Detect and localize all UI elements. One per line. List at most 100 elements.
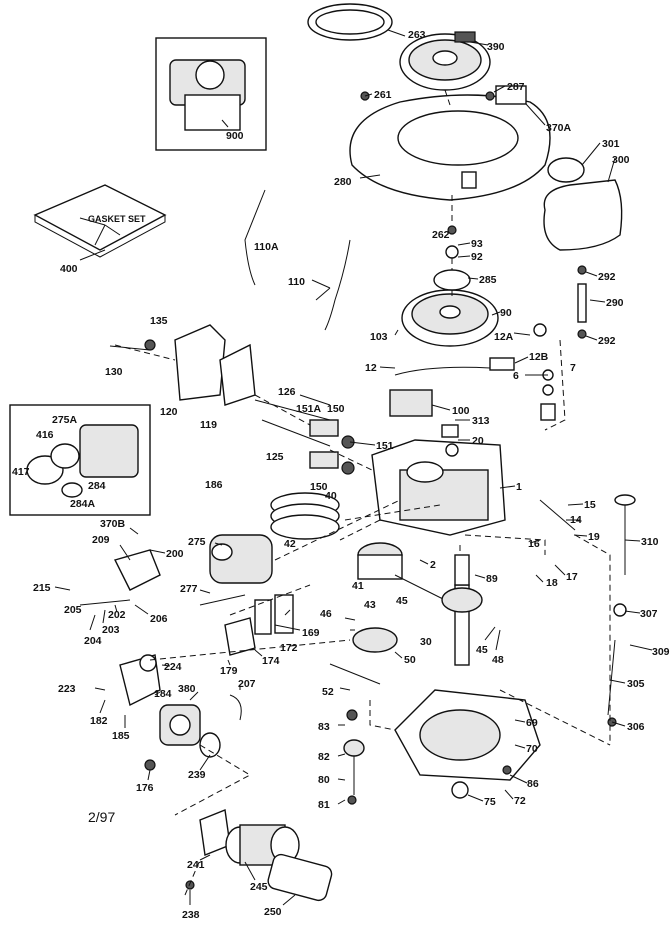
label-182: 182 bbox=[90, 715, 108, 727]
crankcase-sump-70 bbox=[394, 689, 541, 781]
label-135: 135 bbox=[150, 315, 168, 327]
label-390: 390 bbox=[487, 41, 505, 53]
label-40: 40 bbox=[325, 490, 337, 502]
label-370B: 370B bbox=[100, 518, 126, 530]
label-215: 215 bbox=[33, 582, 51, 594]
label-284A: 284A bbox=[70, 498, 96, 510]
label-46: 46 bbox=[320, 608, 332, 620]
terminal-12A bbox=[533, 323, 547, 337]
spark-plug-6 bbox=[540, 369, 556, 421]
label-16: 16 bbox=[528, 538, 540, 550]
spring-205 bbox=[79, 599, 131, 606]
piston-rings-42 bbox=[270, 492, 340, 540]
label-130: 130 bbox=[105, 366, 123, 378]
bowl-176 bbox=[144, 759, 156, 771]
label-400: 400 bbox=[60, 263, 78, 275]
label-169: 169 bbox=[302, 627, 320, 639]
control-bracket-200 bbox=[113, 549, 161, 591]
label-241: 241 bbox=[187, 859, 205, 871]
crank-top bbox=[454, 554, 470, 586]
label-90: 90 bbox=[500, 307, 512, 319]
label-238: 238 bbox=[182, 909, 200, 921]
assembly-lines bbox=[114, 89, 611, 896]
label-224: 224 bbox=[164, 661, 182, 673]
label-12: 12 bbox=[365, 362, 377, 374]
decal-370A bbox=[495, 85, 527, 105]
muffler-241 bbox=[199, 809, 231, 856]
revision-date: 2/97 bbox=[88, 809, 115, 825]
label-14: 14 bbox=[570, 514, 582, 526]
gasket-119 bbox=[219, 343, 256, 406]
label-300: 300 bbox=[612, 154, 630, 166]
label-275: 275 bbox=[188, 536, 206, 548]
label-70: 70 bbox=[526, 743, 538, 755]
part-224 bbox=[139, 654, 157, 672]
valve-126 bbox=[254, 399, 331, 421]
label-205: 205 bbox=[64, 604, 82, 616]
label-280: 280 bbox=[334, 176, 352, 188]
wire-110A bbox=[244, 189, 266, 286]
label-150-upper: 150 bbox=[327, 403, 345, 415]
muffler-shield-250 bbox=[267, 853, 333, 902]
label-172: 172 bbox=[280, 642, 298, 654]
label-45-lower: 45 bbox=[476, 644, 488, 656]
label-176: 176 bbox=[136, 782, 154, 794]
valve-125 bbox=[261, 419, 331, 447]
air-cleaner-inset-box bbox=[9, 404, 151, 516]
flywheel-90 bbox=[401, 289, 499, 347]
label-86: 86 bbox=[527, 778, 539, 790]
gasket-239 bbox=[199, 732, 221, 758]
label-179: 179 bbox=[220, 665, 238, 677]
label-310: 310 bbox=[641, 536, 659, 548]
label-151: 151 bbox=[376, 440, 394, 452]
label-42: 42 bbox=[284, 538, 296, 550]
label-150-lower: 150 bbox=[310, 481, 328, 493]
link-19 bbox=[539, 499, 576, 531]
tube-305 bbox=[607, 639, 616, 716]
label-261: 261 bbox=[374, 89, 392, 101]
label-417: 417 bbox=[12, 466, 30, 478]
label-89: 89 bbox=[486, 573, 498, 585]
label-6: 6 bbox=[513, 370, 519, 382]
label-18: 18 bbox=[546, 577, 558, 589]
label-292-upper: 292 bbox=[598, 271, 616, 283]
label-305: 305 bbox=[627, 678, 645, 690]
intake-manifold-120 bbox=[174, 324, 226, 401]
label-30: 30 bbox=[420, 636, 432, 648]
fuel-tank-300 bbox=[543, 157, 623, 251]
label-287: 287 bbox=[507, 81, 525, 93]
washer-83 bbox=[346, 709, 358, 721]
seal-20 bbox=[445, 443, 459, 457]
seal-75 bbox=[451, 781, 469, 799]
label-125: 125 bbox=[266, 451, 284, 463]
blower-housing-280 bbox=[349, 94, 551, 201]
label-80: 80 bbox=[318, 774, 330, 786]
washer-93 bbox=[445, 245, 459, 259]
fuel-line-290 bbox=[577, 283, 587, 323]
label-285: 285 bbox=[479, 274, 497, 286]
recoil-starter-390 bbox=[399, 31, 491, 91]
part-313 bbox=[441, 424, 459, 438]
label-110A: 110A bbox=[254, 241, 279, 253]
starter-rope-263 bbox=[307, 3, 393, 41]
label-2: 2 bbox=[430, 559, 436, 571]
label-19: 19 bbox=[588, 531, 600, 543]
clamp-292-lower bbox=[577, 329, 587, 339]
engine-thumbnail-box-900 bbox=[155, 37, 267, 151]
label-275A: 275A bbox=[52, 414, 78, 426]
label-301: 301 bbox=[602, 138, 620, 150]
carburetor-380 bbox=[159, 704, 201, 746]
label-245: 245 bbox=[250, 881, 268, 893]
bracket-179 bbox=[224, 617, 256, 656]
label-12A: 12A bbox=[494, 331, 514, 343]
starter-cup-285 bbox=[433, 269, 471, 291]
piston-41 bbox=[357, 542, 403, 580]
label-83: 83 bbox=[318, 721, 330, 733]
label-203: 203 bbox=[102, 624, 120, 636]
label-309: 309 bbox=[652, 646, 670, 658]
valve-spring-150 bbox=[309, 419, 339, 469]
label-43: 43 bbox=[364, 599, 376, 611]
label-69: 69 bbox=[526, 717, 538, 729]
gasket-172 bbox=[274, 594, 294, 634]
